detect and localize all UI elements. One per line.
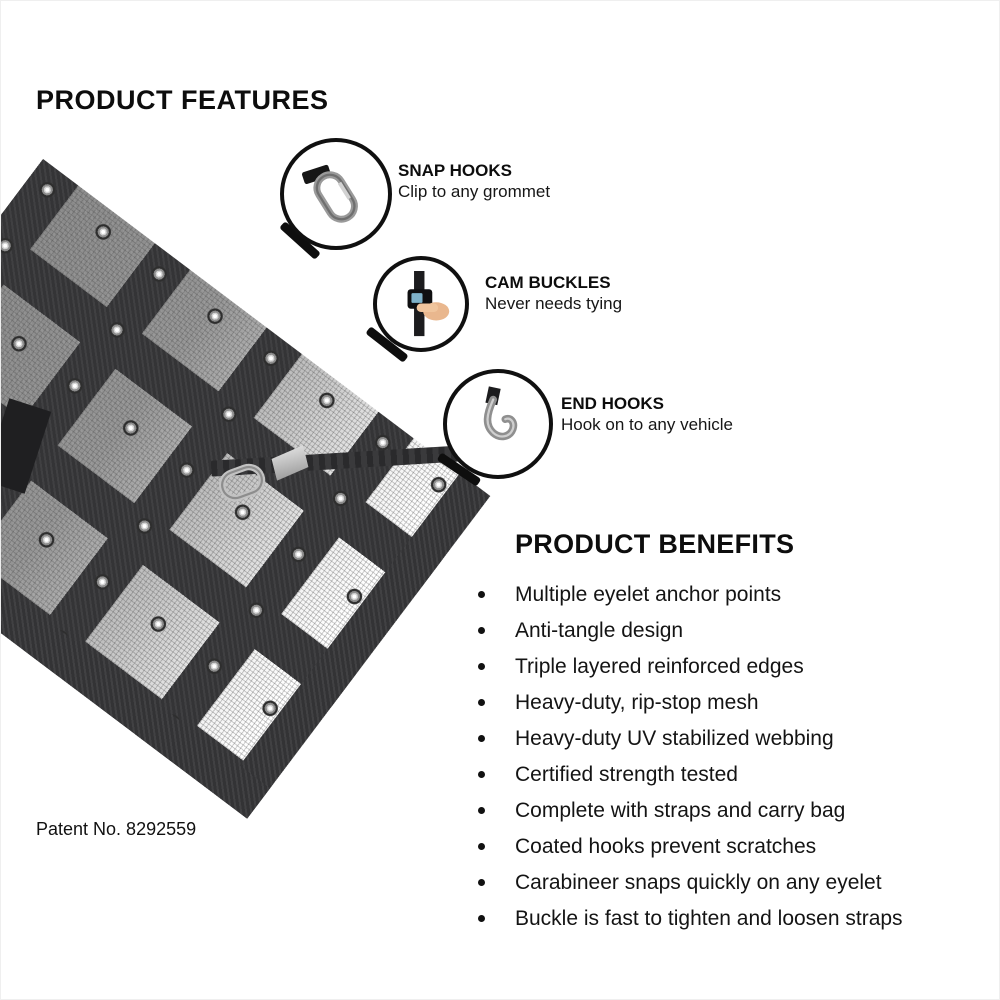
patent-number: Patent No. 8292559: [36, 819, 197, 839]
callout-circle: [373, 256, 469, 352]
callout-title: CAM BUCKLES: [485, 273, 611, 292]
features-title: PRODUCT FEATURES: [36, 85, 329, 115]
benefit-text: Buckle is fast to tighten and loosen str…: [515, 907, 903, 930]
benefits-list: Multiple eyelet anchor points Anti-tangl…: [478, 583, 903, 943]
net-edge: [216, 473, 491, 819]
benefit-text: Certified strength tested: [515, 763, 738, 786]
benefit-item: Certified strength tested: [478, 763, 903, 787]
benefit-item: Complete with straps and carry bag: [478, 799, 903, 823]
callout-desc: Clip to any grommet: [398, 182, 551, 201]
cam-buckle-icon: [407, 271, 450, 337]
callout-circle: [443, 369, 553, 479]
benefit-item: Triple layered reinforced edges: [478, 655, 903, 679]
benefit-text: Anti-tangle design: [515, 619, 684, 642]
carabiner-hardware: [218, 463, 266, 502]
bullet-dot: [478, 879, 485, 886]
callout-title: END HOOKS: [561, 394, 664, 413]
bullet-dot: [478, 627, 485, 634]
bullet-dot: [478, 735, 485, 742]
benefit-text: Multiple eyelet anchor points: [515, 583, 782, 606]
bullet-dot: [478, 591, 485, 598]
bullet-dot: [478, 915, 485, 922]
callout-end-hooks: END HOOKS Hook on to any vehicle: [436, 369, 733, 487]
callout-desc: Hook on to any vehicle: [561, 415, 733, 434]
benefit-text: Coated hooks prevent scratches: [515, 835, 817, 858]
benefit-text: Carabineer snaps quickly on any eyelet: [515, 871, 882, 894]
benefit-item: Carabineer snaps quickly on any eyelet: [478, 871, 903, 895]
carabiner-icon: [301, 164, 358, 223]
callout-circle: [280, 138, 392, 250]
benefit-item: Multiple eyelet anchor points: [478, 583, 903, 607]
callout-snap-hooks: SNAP HOOKS Clip to any grommet: [279, 138, 550, 260]
benefit-text: Triple layered reinforced edges: [515, 655, 804, 678]
benefit-item: Buckle is fast to tighten and loosen str…: [478, 907, 903, 931]
benefit-item: Heavy-duty, rip-stop mesh: [478, 691, 903, 715]
callout-title: SNAP HOOKS: [398, 161, 512, 180]
benefit-text: Heavy-duty UV stabilized webbing: [515, 727, 834, 750]
bullet-dot: [478, 807, 485, 814]
benefit-text: Heavy-duty, rip-stop mesh: [515, 691, 759, 714]
benefit-text: Complete with straps and carry bag: [515, 799, 846, 822]
callout-cam-buckles: CAM BUCKLES Never needs tying: [365, 256, 622, 363]
callout-desc: Never needs tying: [485, 294, 623, 313]
bullet-dot: [478, 663, 485, 670]
benefit-item: Coated hooks prevent scratches: [478, 835, 903, 859]
bullet-dot: [478, 699, 485, 706]
end-hook-icon: [484, 386, 518, 441]
benefits-title: PRODUCT BENEFITS: [515, 529, 795, 559]
benefit-item: Heavy-duty UV stabilized webbing: [478, 727, 903, 751]
benefit-item: Anti-tangle design: [478, 619, 903, 643]
bullet-dot: [478, 771, 485, 778]
bullet-dot: [478, 843, 485, 850]
